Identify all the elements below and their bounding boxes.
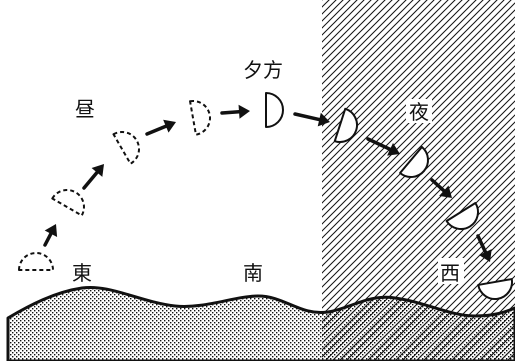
label-daytime: 昼	[75, 97, 95, 121]
arrow-right-icon	[430, 178, 452, 198]
arrow-right-icon	[82, 164, 104, 190]
arrow-right-icon	[293, 112, 330, 127]
half-moon-icon	[265, 92, 284, 128]
label-south: 南	[243, 261, 263, 285]
label-west: 西	[440, 261, 460, 285]
moon-group	[18, 92, 513, 300]
half-moon-icon	[333, 107, 358, 143]
arrow-right-icon	[145, 119, 176, 136]
label-east: 東	[72, 261, 92, 285]
night-region	[322, 0, 515, 361]
arrow-group	[43, 104, 492, 262]
arrow-right-icon	[220, 104, 250, 119]
arrow-right-icon	[366, 137, 400, 156]
arrow-right-icon	[43, 224, 58, 247]
half-moon-icon	[445, 201, 479, 230]
half-moon-icon	[399, 145, 429, 178]
half-moon-icon	[18, 252, 54, 271]
label-night: 夜	[409, 100, 429, 124]
arrow-right-icon	[476, 234, 492, 262]
half-moon-icon	[477, 278, 513, 300]
half-moon-icon	[189, 100, 211, 136]
half-moon-icon	[112, 131, 140, 165]
label-evening: 夕方	[243, 58, 283, 82]
half-moon-icon	[51, 189, 85, 217]
ground	[6, 285, 515, 361]
